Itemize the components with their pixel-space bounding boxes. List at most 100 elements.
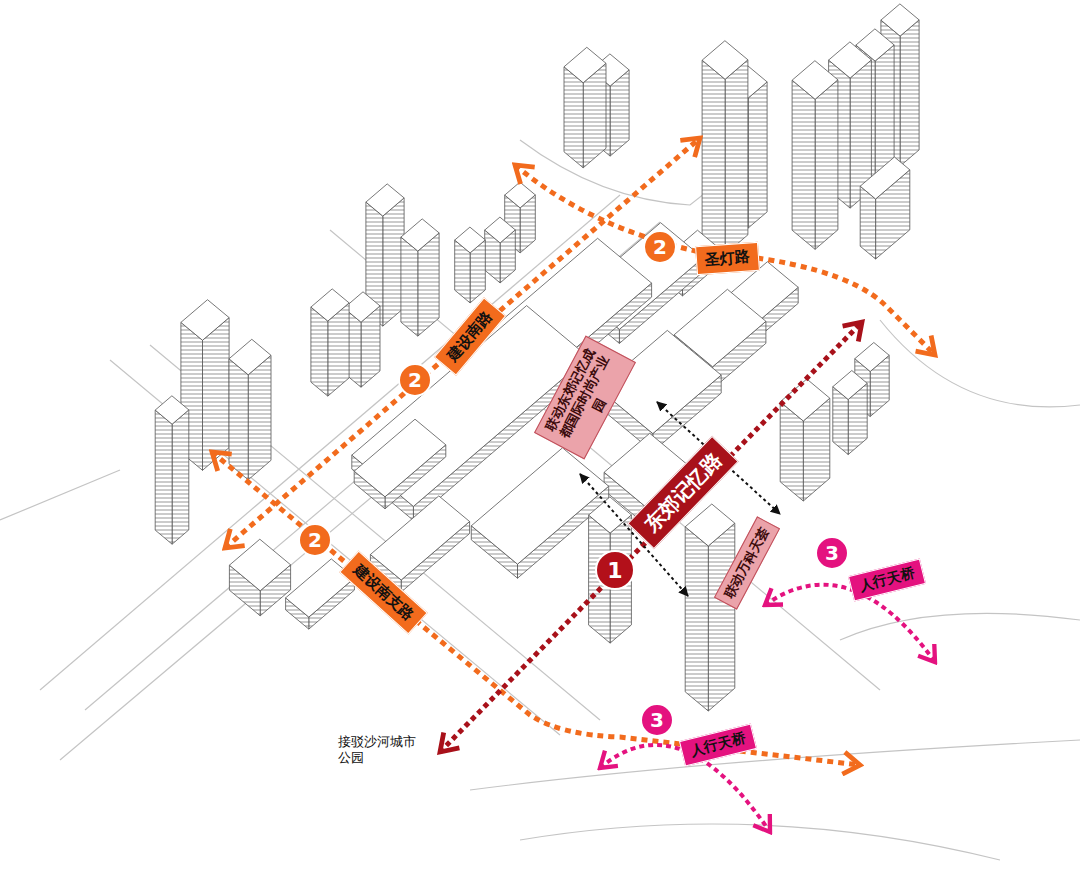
building-roof	[485, 217, 516, 243]
route-arrow	[212, 452, 860, 765]
node-text: 2	[408, 368, 422, 392]
road-edge	[60, 490, 380, 760]
building-face	[748, 82, 767, 228]
building-roof	[229, 339, 271, 375]
road-label: 圣灯路	[695, 241, 760, 274]
building-roof	[780, 379, 830, 421]
callout-number: 3	[815, 536, 849, 570]
building-face	[708, 523, 735, 711]
road-edge	[470, 740, 1080, 790]
road-edge	[40, 195, 620, 690]
building-roof	[685, 504, 735, 546]
node-text: 人行天桥	[858, 564, 917, 595]
node-text: 2	[653, 235, 667, 259]
building-face	[248, 355, 271, 480]
road-label: 建设南路	[434, 297, 506, 375]
callout-number: 3	[640, 703, 674, 737]
building-roof	[860, 157, 910, 199]
road-edge	[880, 320, 1080, 407]
building	[471, 448, 608, 578]
building	[229, 339, 271, 480]
note-text: 接驳沙河城市公园	[338, 734, 421, 765]
building-roof	[792, 61, 838, 100]
building	[229, 539, 290, 616]
building-face	[311, 307, 328, 396]
road-edge	[330, 230, 880, 690]
road-label: 建设南支路	[339, 550, 428, 634]
node-text: 2	[308, 528, 322, 552]
bridge-label: 人行天桥	[848, 558, 926, 601]
link-label: 联动万科天荟	[714, 516, 780, 609]
road-edge	[520, 824, 1000, 860]
building-face	[725, 60, 748, 255]
node-text: 1	[607, 558, 622, 583]
building-face	[792, 80, 815, 249]
road-edge	[840, 613, 1080, 640]
building-face	[229, 359, 248, 480]
building-roof	[702, 41, 748, 80]
building-roof	[829, 42, 872, 78]
callout-number: 2	[298, 523, 332, 557]
building	[155, 396, 189, 544]
node-text: 3	[650, 708, 664, 732]
building-roof	[881, 4, 919, 36]
node-text: 东郊记忆路	[639, 447, 728, 538]
node-text: 圣灯路	[704, 247, 750, 269]
callout-number: 2	[643, 230, 677, 264]
building	[833, 371, 867, 455]
bridge-arrow	[765, 585, 935, 662]
node-text: 人行天桥	[689, 729, 748, 760]
note-label: 接驳沙河城市公园	[338, 734, 421, 765]
building-face	[155, 410, 172, 544]
building-roof	[589, 497, 632, 533]
node-text: 联动万科天荟	[721, 524, 774, 601]
building-face	[172, 410, 189, 544]
building-roof	[229, 539, 290, 591]
callout-number: 1	[595, 550, 635, 590]
building	[702, 41, 748, 255]
building	[792, 61, 838, 250]
building-face	[401, 237, 418, 336]
building-roof	[455, 227, 486, 253]
building	[401, 219, 439, 336]
building-roof	[311, 289, 349, 321]
building-roof	[155, 396, 189, 424]
building-roof	[471, 448, 608, 564]
node-text: 建设南路	[443, 307, 496, 365]
building	[685, 504, 735, 711]
building-roof	[855, 343, 889, 372]
building-roof	[354, 419, 446, 497]
road-lines	[0, 140, 1080, 860]
building-roof	[401, 219, 439, 251]
building	[311, 289, 349, 396]
building-face	[564, 67, 583, 168]
callout-number: 2	[398, 363, 432, 397]
building-roof	[564, 47, 606, 83]
building	[860, 157, 910, 259]
route-arrow	[225, 138, 700, 548]
building	[455, 227, 486, 303]
building-face	[815, 80, 838, 250]
node-text: 建设南支路	[349, 560, 417, 624]
building-roof	[366, 184, 404, 216]
building	[354, 419, 446, 509]
building-roof	[181, 300, 229, 341]
building-face	[203, 318, 230, 471]
building	[485, 217, 516, 283]
route-arrow	[515, 165, 935, 355]
node-text: 3	[825, 541, 839, 565]
building-face	[685, 527, 708, 711]
link-label: 联动东郊记忆成都国际时尚产业园	[534, 335, 636, 459]
road-label: 东郊记忆路	[627, 435, 738, 548]
route-arrow	[440, 322, 862, 752]
building-roof	[370, 496, 469, 580]
building-face	[900, 20, 919, 166]
node-text: 联动东郊记忆成都国际时尚产业园	[541, 343, 629, 451]
road-edge	[0, 470, 120, 520]
building	[564, 47, 606, 168]
building-roof	[505, 182, 536, 208]
